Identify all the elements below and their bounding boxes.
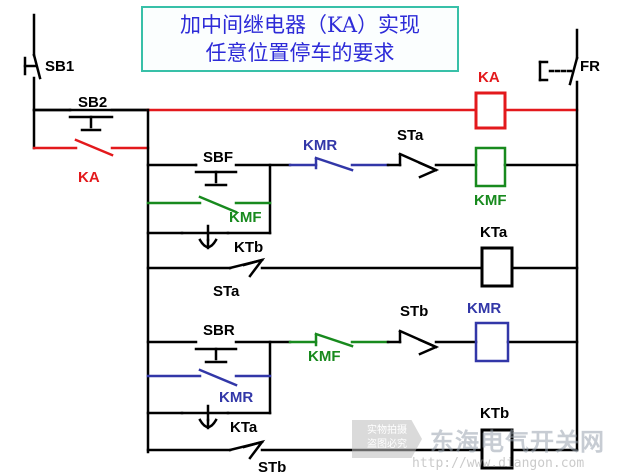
title-line-1: 加中间继电器（KA）实现 bbox=[179, 13, 420, 37]
ka-coil bbox=[474, 91, 507, 130]
kmr-holding-contact bbox=[146, 368, 272, 387]
watermark-badge: 实物拍摄 盗图必究 bbox=[352, 420, 422, 458]
kta-contact-label: KTa bbox=[230, 419, 258, 436]
kmf-holding-contact bbox=[146, 195, 272, 214]
sbf-label: SBF bbox=[203, 149, 233, 166]
ka-coil-label: KA bbox=[478, 69, 500, 86]
kmr-interlock-contact bbox=[288, 156, 390, 172]
ktb-timed-contact bbox=[180, 224, 230, 250]
kmf-interlock-label: KMF bbox=[308, 348, 341, 365]
kta-coil-label: KTa bbox=[480, 224, 508, 241]
forward-rung bbox=[146, 163, 579, 235]
sb2-label: SB2 bbox=[78, 94, 107, 111]
kmf-coil bbox=[474, 146, 507, 188]
stb-top-label: STb bbox=[400, 303, 428, 320]
title-line-2: 任意位置停车的要求 bbox=[205, 41, 395, 65]
sb1-label: SB1 bbox=[45, 58, 74, 75]
fr-label: FR bbox=[580, 58, 600, 75]
sbf-forward-button bbox=[194, 163, 238, 187]
ktb-rung bbox=[146, 439, 579, 460]
kta-coil bbox=[480, 246, 514, 288]
title-box: 加中间继电器（KA）实现 任意位置停车的要求 bbox=[141, 6, 459, 72]
sb1-stop-button bbox=[23, 53, 42, 80]
kmr-interlock-label: KMR bbox=[303, 137, 337, 154]
stb-limit-switch-top bbox=[386, 329, 440, 356]
sta-mid-label: STa bbox=[213, 283, 240, 300]
kta-timed-contact bbox=[180, 404, 230, 430]
kmf-hold-label: KMF bbox=[229, 209, 262, 226]
fr-overload-contact bbox=[538, 56, 579, 86]
stb-bottom-label: STb bbox=[258, 459, 286, 476]
watermark: 实物拍摄 盗图必究 东海电气开关网 http://www.diangon.com bbox=[352, 420, 632, 474]
kta-rung bbox=[146, 257, 579, 278]
sbr-label: SBR bbox=[203, 322, 235, 339]
watermark-brand: 东海电气开关网 bbox=[430, 428, 605, 456]
kmr-hold-label: KMR bbox=[219, 389, 253, 406]
kmf-coil-label: KMF bbox=[474, 192, 507, 209]
ktb-coil-label: KTb bbox=[480, 405, 509, 422]
ktb-coil bbox=[480, 428, 514, 470]
ka-contact-label: KA bbox=[78, 169, 100, 186]
ktb-contact-label: KTb bbox=[234, 239, 263, 256]
sta-limit-switch-top bbox=[386, 152, 440, 179]
ka-holding-contact bbox=[32, 138, 150, 157]
kmf-interlock-contact bbox=[288, 332, 390, 348]
sta-top-label: STa bbox=[397, 127, 424, 144]
reverse-rung bbox=[146, 340, 579, 415]
sbr-reverse-button bbox=[194, 347, 238, 364]
kmr-coil-label: KMR bbox=[467, 300, 501, 317]
sb2-start-button bbox=[32, 108, 150, 132]
kmr-coil bbox=[474, 321, 510, 363]
watermark-url: http://www.diangon.com bbox=[412, 456, 585, 471]
